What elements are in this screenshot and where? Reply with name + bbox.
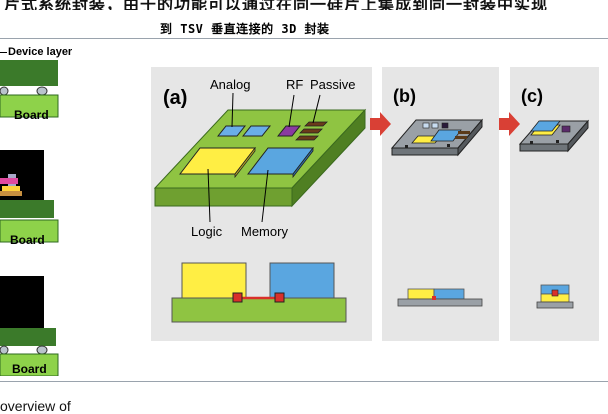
- interposer: [0, 328, 56, 346]
- 3d-small-chip: [561, 125, 571, 133]
- figure-caption: 到 TSV 垂直连接的 3D 封装: [160, 22, 330, 36]
- rf-label: RF: [286, 77, 304, 92]
- passive-component: [295, 135, 319, 141]
- 3d-memory-layer: [530, 120, 561, 132]
- passive-label: Passive: [310, 77, 356, 92]
- memory-chip-side: [292, 146, 314, 179]
- leader-memory: [261, 169, 269, 223]
- arrow-b-to-c: [499, 112, 520, 136]
- soc-cross-section: [171, 262, 347, 323]
- soc-isometric: [153, 92, 367, 223]
- stack-3: [0, 276, 59, 376]
- interconnect-pad: [232, 292, 243, 303]
- analog-chip: [216, 125, 247, 137]
- board-rect: [0, 94, 59, 118]
- arrow-a-to-b: [370, 112, 391, 136]
- top-divider: [0, 38, 608, 39]
- sip-logic-section: [407, 288, 435, 300]
- analog-chip: [241, 125, 272, 137]
- sip-pad: [447, 144, 450, 147]
- device-layer-label: Device layer: [0, 46, 72, 58]
- sip-memory-chip: [430, 129, 462, 142]
- stacked-die: [0, 191, 22, 196]
- substrate-side: [291, 108, 366, 208]
- bottom-divider: [0, 381, 608, 382]
- interposer: [0, 200, 54, 218]
- memory-label: Memory: [241, 224, 288, 239]
- substrate-front: [154, 187, 293, 207]
- sip-passive: [458, 131, 470, 134]
- top-cut-text: 片式系统封装，由于的功能可以通过在同一硅片上集成到同一封装中实现: [4, 0, 549, 10]
- logic-chip-side: [234, 146, 256, 179]
- left-stack-illustrations: [0, 60, 59, 376]
- passive-component: [299, 128, 323, 134]
- board-label: Board: [14, 108, 49, 122]
- sip-passive: [455, 136, 467, 139]
- 3d-cross-section: [536, 284, 574, 309]
- sip-substrate-front: [391, 147, 459, 156]
- stack-2: [0, 150, 59, 243]
- panel-label-a: (a): [163, 87, 188, 109]
- interconnect-pad: [274, 292, 285, 303]
- panel-label-c: (c): [521, 86, 543, 106]
- substrate-section: [171, 297, 347, 323]
- leader-analog: [231, 92, 234, 128]
- board-label: Board: [10, 233, 45, 247]
- leader-rf: [288, 94, 295, 128]
- logic-label: Logic: [191, 224, 223, 239]
- board-rect: [0, 353, 59, 376]
- sip-small-chip: [422, 122, 430, 129]
- leader-logic: [207, 168, 211, 223]
- 3d-substrate-side: [567, 119, 589, 153]
- analog-label: Analog: [210, 77, 251, 92]
- 3d-tsv: [551, 289, 559, 297]
- rf-chip: [276, 125, 302, 137]
- sip-substrate-side: [457, 118, 483, 157]
- board-label: Board: [12, 362, 47, 376]
- bottom-cut-text: overview of: [0, 398, 71, 414]
- sip-isometric: [390, 118, 484, 157]
- passive-component: [304, 121, 328, 127]
- board-rect: [0, 219, 59, 243]
- 3d-substrate-section: [536, 301, 574, 309]
- stack-1: [0, 60, 59, 118]
- 3d-isometric: [518, 119, 590, 153]
- sip-memory-section: [433, 288, 465, 300]
- 3d-substrate-front: [519, 143, 569, 152]
- sip-interconnect: [432, 296, 436, 300]
- stacked-die: [2, 186, 20, 191]
- memory-die-section: [269, 262, 335, 299]
- leader-passive: [312, 94, 321, 124]
- panel-label-b: (b): [393, 86, 416, 106]
- sip-pad: [405, 145, 408, 148]
- mold-cap: [0, 276, 44, 328]
- 3d-pad: [556, 140, 559, 143]
- device-layer-die: [0, 60, 58, 86]
- sip-small-chip: [441, 122, 449, 129]
- sip-cross-section: [397, 288, 483, 307]
- stacked-die: [0, 178, 18, 184]
- sip-small-chip: [431, 122, 439, 129]
- 3d-pad: [530, 141, 533, 144]
- sip-substrate-section: [397, 298, 483, 307]
